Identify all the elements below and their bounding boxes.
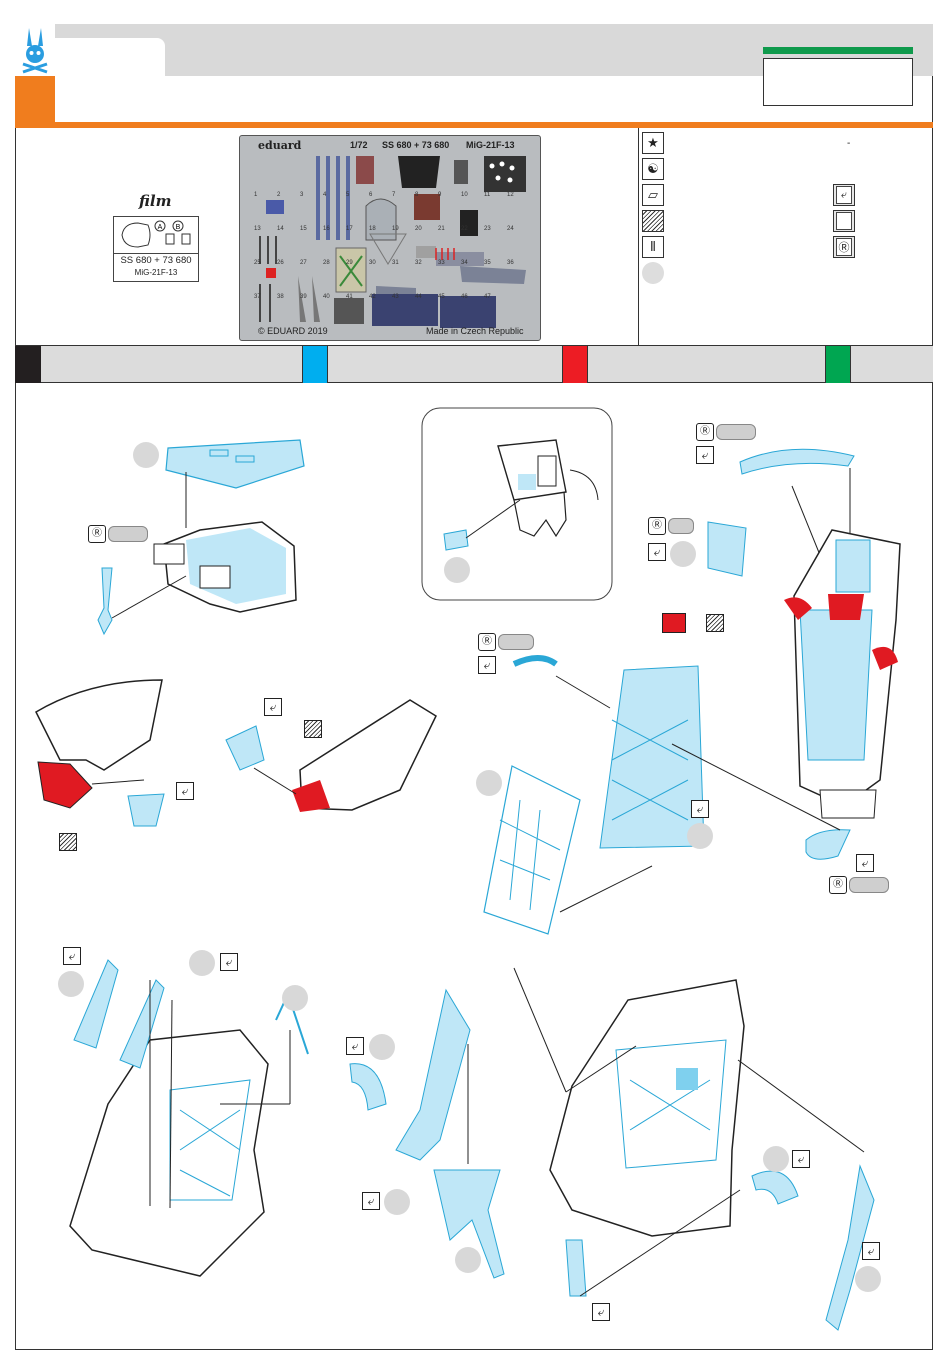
step-number — [58, 971, 84, 997]
step-number — [455, 1247, 481, 1273]
step-number — [687, 823, 713, 849]
bend-icon: ⤶ — [592, 1303, 610, 1321]
step-number — [369, 1034, 395, 1060]
bend-icon: ⤶ — [648, 543, 666, 561]
bend-icon: ⤶ — [792, 1150, 810, 1168]
bend-icon: ⤶ — [264, 698, 282, 716]
bend-icon: ⤶ — [346, 1037, 364, 1055]
step-number — [282, 985, 308, 1011]
bend-icon: ⤶ — [478, 656, 496, 674]
r-tag: Ⓡ — [648, 517, 694, 535]
hatch-icon — [304, 720, 322, 738]
bend-icon: ⤶ — [63, 947, 81, 965]
r-tag: Ⓡ — [88, 525, 148, 543]
step-number — [189, 950, 215, 976]
r-tag: Ⓡ — [696, 423, 756, 441]
bend-icon: ⤶ — [176, 782, 194, 800]
step-number — [763, 1146, 789, 1172]
bend-icon: ⤶ — [696, 446, 714, 464]
bend-icon: ⤶ — [691, 800, 709, 818]
bend-icon: ⤶ — [362, 1192, 380, 1210]
hatch-icon — [706, 614, 724, 632]
r-tag: Ⓡ — [478, 633, 534, 651]
bend-icon: ⤶ — [862, 1242, 880, 1260]
bend-icon: ⤶ — [856, 854, 874, 872]
step-number — [444, 557, 470, 583]
step-number — [476, 770, 502, 796]
r-tag: Ⓡ — [829, 876, 889, 894]
bend-icon: ⤶ — [220, 953, 238, 971]
hatch-icon — [59, 833, 77, 851]
step-number — [670, 541, 696, 567]
red-color-mark — [662, 613, 686, 633]
step-number — [855, 1266, 881, 1292]
step-number — [384, 1189, 410, 1215]
